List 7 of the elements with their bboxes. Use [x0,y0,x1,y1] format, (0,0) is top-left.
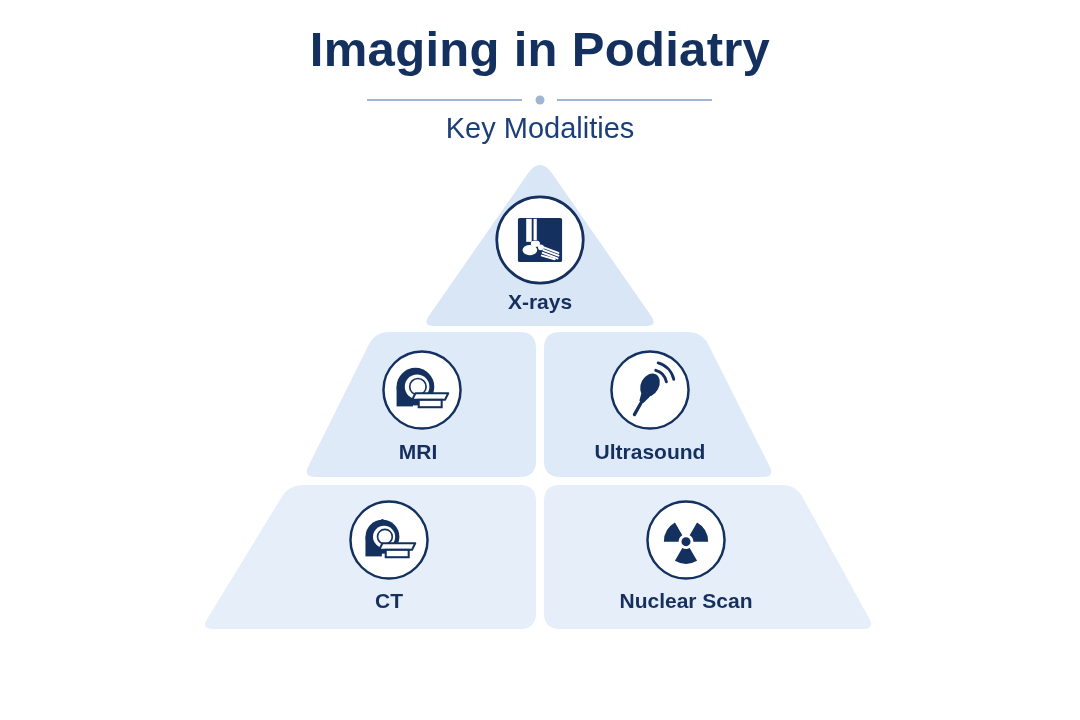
subtitle: Key Modalities [445,112,635,146]
title: Imaging in Podiatry [309,21,771,78]
segment-label: CT [375,588,403,614]
segment-label: X-rays [507,289,573,315]
segment-label: MRI [398,439,438,465]
segment-label: Ultrasound [594,439,706,465]
segment-label: Nuclear Scan [619,588,753,614]
